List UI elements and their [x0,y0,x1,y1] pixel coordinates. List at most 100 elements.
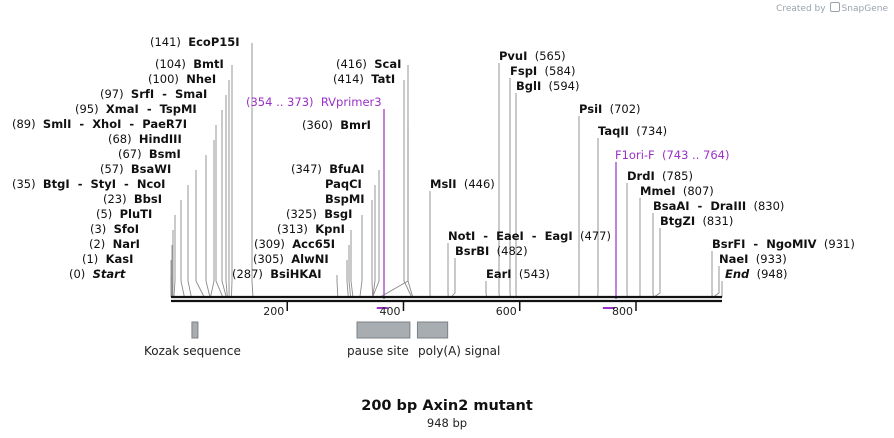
enzyme-site-label[interactable]: MslI (446) [430,178,495,191]
feature-label[interactable]: poly(A) signal [418,344,501,358]
enzyme-site-label[interactable]: (309) Acc65I [254,238,335,251]
site-position: (565) [534,49,566,63]
ruler-ticks [286,302,637,311]
site-name: BtgI - StyI - NcoI [42,177,166,191]
enzyme-site-label[interactable]: (89) SmlI - XhoI - PaeR7I [12,118,187,131]
site-name: HindIII [138,132,182,146]
enzyme-site-label[interactable]: (416) ScaI [336,58,401,71]
site-name: PluTI [119,207,153,221]
enzyme-site-label[interactable]: PvuI (565) [499,50,566,63]
enzyme-site-label[interactable]: (141) EcoP15I [150,36,240,49]
enzyme-site-label[interactable]: BtgZI (831) [660,215,733,228]
site-position: (1) [82,252,99,266]
snapgene-logo-icon [829,2,840,12]
primer-label[interactable]: F1ori-F (743 .. 764) [615,149,729,162]
enzyme-site-label[interactable]: PaqCI [325,178,362,191]
feature-label[interactable]: Kozak sequence [144,344,241,358]
site-name: KasI [105,252,134,266]
site-position: (360) [302,118,333,132]
site-position: (5) [96,207,113,221]
site-name: KpnI [315,222,345,236]
enzyme-site-label[interactable]: BspMI [325,193,365,206]
site-position: (830) [753,199,785,213]
site-position: (89) [12,117,36,131]
enzyme-site-label[interactable]: (287) BsiHKAI [232,268,322,281]
site-name: AlwNI [291,252,329,266]
enzyme-site-label[interactable]: (305) AlwNI [253,253,329,266]
site-position: (95) [75,102,99,116]
enzyme-site-label[interactable]: (95) XmaI - TspMI [75,103,197,116]
site-position: (931) [823,237,855,251]
site-leader [348,245,352,298]
site-leader [372,185,376,298]
site-position: (97) [100,87,124,101]
site-position: (3) [90,222,107,236]
enzyme-site-label[interactable]: (3) SfoI [90,223,139,236]
enzyme-site-label[interactable]: (313) KpnI [277,223,345,236]
site-position: (57) [100,162,124,176]
enzyme-site-label[interactable]: (23) BbsI [103,193,162,206]
site-name: BspMI [325,192,365,206]
site-name: FspI [510,64,538,78]
enzyme-site-label[interactable]: (414) TatI [333,73,395,86]
site-leader [230,65,233,298]
site-position: (141) [150,35,181,49]
enzyme-site-label[interactable]: End (948) [725,268,788,281]
tick-label: 800 [611,305,633,318]
site-leader [372,170,380,298]
feature-box[interactable] [191,321,199,339]
enzyme-site-label[interactable]: (1) KasI [82,253,133,266]
enzyme-site-label[interactable]: NotI - EaeI - EagI (477) [448,230,611,243]
enzyme-site-label[interactable]: (68) HindIII [108,133,182,146]
site-leader [195,170,205,298]
site-leader [187,185,192,298]
enzyme-site-label[interactable]: (325) BsgI [286,208,352,221]
enzyme-site-label[interactable]: (2) NarI [89,238,140,251]
feature-label[interactable]: pause site [347,344,409,358]
enzyme-site-label[interactable]: FspI (584) [510,65,575,78]
enzyme-site-label[interactable]: BsrBI (482) [455,245,528,258]
feature-box[interactable] [356,321,411,339]
sequence-backbone[interactable] [171,295,722,303]
enzyme-site-label[interactable]: (67) BsmI [118,148,181,161]
site-name: BglI [516,79,542,93]
site-name: BsgI [324,207,353,221]
enzyme-site-label[interactable]: (347) BfuAI [291,163,364,176]
site-position: (948) [756,267,788,281]
enzyme-site-label[interactable]: BglI (594) [516,80,579,93]
site-position: (831) [702,214,734,228]
enzyme-site-label[interactable]: DrdI (785) [627,170,693,183]
enzyme-site-label[interactable]: MmeI (807) [640,185,714,198]
enzyme-site-label[interactable]: (104) BmtI [155,58,224,71]
site-name: BsiHKAI [270,267,322,281]
site-position: (807) [682,184,714,198]
enzyme-site-label[interactable]: PsiI (702) [579,103,641,116]
enzyme-site-label[interactable]: (35) BtgI - StyI - NcoI [12,178,165,191]
enzyme-site-label[interactable]: BsaAI - DraIII (830) [653,200,784,213]
enzyme-site-label[interactable]: (5) PluTI [96,208,152,221]
enzyme-site-label[interactable]: NaeI (933) [719,253,787,266]
site-name: NheI [186,72,217,86]
site-position: (325) [286,207,317,221]
enzyme-site-label[interactable]: (97) SrfI - SmaI [100,88,207,101]
site-position: (68) [108,132,132,146]
enzyme-site-label[interactable]: (57) BsaWI [100,163,171,176]
feature-box[interactable] [416,321,449,339]
site-name: ScaI [374,57,402,71]
site-leader [350,230,354,298]
enzyme-site-label[interactable]: (360) BmrI [302,119,371,132]
site-position: (785) [662,169,693,183]
site-position: (482) [496,244,528,258]
enzyme-site-label[interactable]: BsrFI - NgoMIV (931) [712,238,855,251]
enzyme-site-label[interactable]: TaqII (734) [598,125,667,138]
enzyme-site-label[interactable]: EarI (543) [486,268,550,281]
enzyme-site-label[interactable]: (0) Start [69,268,125,281]
primer-label[interactable]: (354 .. 373) RVprimer3 [246,96,382,109]
site-position: (67) [118,147,142,161]
site-name: SfoI [113,222,140,236]
enzyme-site-label[interactable]: (100) NheI [148,73,216,86]
primer-name: RVprimer3 [320,95,382,109]
site-name: BsmI [148,147,181,161]
